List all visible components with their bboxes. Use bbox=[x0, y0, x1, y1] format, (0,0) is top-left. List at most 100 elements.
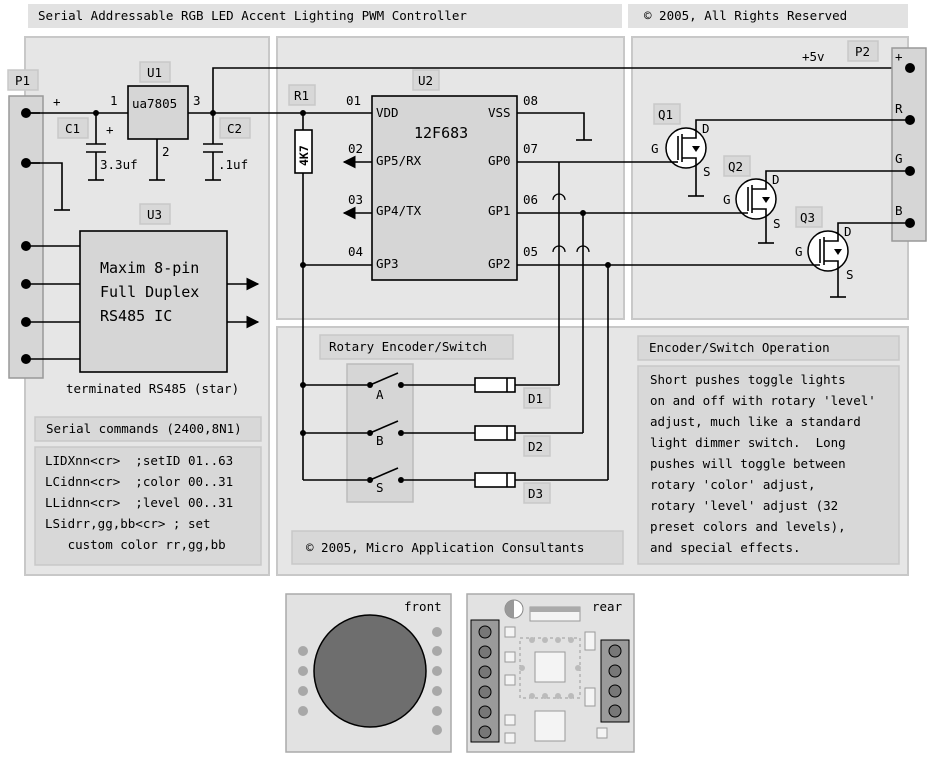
svg-text:G: G bbox=[795, 244, 803, 259]
svg-text:S: S bbox=[846, 267, 854, 282]
u2-vdd-num: 01 bbox=[346, 93, 361, 108]
vss-ground bbox=[517, 112, 585, 140]
u2-vdd: VDD bbox=[376, 105, 399, 120]
q3-mosfet bbox=[792, 222, 910, 298]
header-copyright: © 2005, All Rights Reserved bbox=[644, 8, 847, 23]
p2-g: G bbox=[895, 151, 903, 166]
switch-s bbox=[303, 467, 475, 483]
switch-b bbox=[300, 420, 475, 436]
u2-gp3-num: 04 bbox=[348, 244, 363, 259]
p1-ground-wire bbox=[26, 162, 63, 210]
u3-label: U3 bbox=[147, 207, 162, 222]
operation-text-box bbox=[637, 365, 900, 565]
p1-label-box bbox=[7, 69, 39, 91]
u1-pin2: 2 bbox=[162, 144, 170, 159]
c2-symbol bbox=[203, 113, 223, 181]
diode-d1 bbox=[474, 377, 559, 393]
r1-label: R1 bbox=[294, 88, 309, 103]
operation-title-box bbox=[637, 335, 900, 361]
q1-mosfet bbox=[665, 119, 910, 197]
r1-value: 4K7 bbox=[297, 145, 311, 166]
front-board: front bbox=[285, 593, 452, 753]
q2-mosfet bbox=[724, 170, 910, 244]
svg-text:A: A bbox=[376, 387, 384, 402]
u1-label-box bbox=[139, 61, 171, 83]
svg-text:D: D bbox=[844, 224, 852, 239]
q2-label-box bbox=[723, 155, 751, 177]
u2-part-text: 12F683 bbox=[414, 124, 468, 142]
p2-b: B bbox=[895, 203, 903, 218]
u2-label-box bbox=[412, 69, 440, 91]
u2-gp1: GP1 bbox=[488, 203, 511, 218]
p1-label: P1 bbox=[15, 73, 30, 88]
q3-label: Q3 bbox=[800, 210, 815, 225]
u1-pin1: 1 bbox=[110, 93, 118, 108]
plus5v-rail bbox=[212, 67, 905, 113]
u2-gp1-num: 06 bbox=[523, 192, 538, 207]
p2-r: R bbox=[895, 101, 903, 116]
diode-d3 bbox=[474, 472, 608, 488]
u1-regulator bbox=[127, 85, 189, 140]
serial-commands-text: LIDXnn<cr> ;setID 01..63 LCidnn<cr> ;col… bbox=[45, 453, 234, 552]
u3-chip bbox=[79, 230, 228, 373]
r1-label-box bbox=[288, 84, 316, 106]
u2-chip bbox=[371, 95, 518, 281]
rotary-title-box bbox=[319, 334, 514, 360]
d3-label-box bbox=[523, 482, 551, 504]
switch-a bbox=[300, 372, 475, 388]
p2-connector bbox=[891, 47, 927, 242]
d3-label: D3 bbox=[528, 486, 543, 501]
q3-label-box bbox=[795, 206, 823, 228]
p2-label: P2 bbox=[855, 44, 870, 59]
u1-pin3: 3 bbox=[193, 93, 201, 108]
svg-text:S: S bbox=[376, 480, 384, 495]
u2-gp0-num: 07 bbox=[523, 141, 538, 156]
c2-label: C2 bbox=[227, 121, 242, 136]
u3-line2: Full Duplex bbox=[100, 283, 199, 301]
rs485-note: terminated RS485 (star) bbox=[66, 381, 239, 396]
q2-label: Q2 bbox=[728, 159, 743, 174]
diode-d2 bbox=[474, 425, 583, 441]
svg-text:G: G bbox=[651, 141, 659, 156]
u2-gp3: GP3 bbox=[376, 256, 399, 271]
c1-value: 3.3uf bbox=[100, 157, 138, 172]
u2-gp2-num: 05 bbox=[523, 244, 538, 259]
svg-text:D: D bbox=[772, 172, 780, 187]
q1-label: Q1 bbox=[658, 107, 673, 122]
svg-text:B: B bbox=[376, 433, 384, 448]
d2-label-box bbox=[523, 435, 551, 457]
u1-part: ua7805 bbox=[132, 96, 177, 111]
c2-value: .1uf bbox=[218, 157, 248, 172]
d1-label-box bbox=[523, 387, 551, 409]
p1-connector bbox=[8, 95, 44, 379]
svg-text:G: G bbox=[723, 192, 731, 207]
bottom-copyright-box bbox=[291, 530, 624, 565]
svg-text:S: S bbox=[773, 216, 781, 231]
rotary-title: Rotary Encoder/Switch bbox=[329, 339, 487, 354]
u2-gp2: GP2 bbox=[488, 256, 511, 271]
header-title-box bbox=[28, 4, 622, 28]
q1-label-box bbox=[653, 103, 681, 125]
u2-gp5: GP5/RX bbox=[376, 153, 422, 168]
encoder-knob bbox=[313, 614, 427, 728]
svg-text:S: S bbox=[703, 164, 711, 179]
bottom-copyright: © 2005, Micro Application Consultants bbox=[306, 540, 584, 555]
c1-label: C1 bbox=[65, 121, 80, 136]
rear-label: rear bbox=[592, 599, 623, 614]
serial-title: Serial commands (2400,8N1) bbox=[46, 421, 242, 436]
driver-panel bbox=[631, 36, 909, 320]
d1-label: D1 bbox=[528, 391, 543, 406]
rear-board: rear bbox=[466, 593, 635, 753]
header-copyright-box bbox=[628, 4, 908, 28]
u2-vss: VSS bbox=[488, 105, 511, 120]
plus5v-label: +5v bbox=[802, 49, 825, 64]
operation-title: Encoder/Switch Operation bbox=[649, 340, 830, 355]
u3-bus-lines bbox=[26, 245, 260, 360]
u2-gp0: GP0 bbox=[488, 153, 511, 168]
u3-line1: Maxim 8-pin bbox=[100, 259, 199, 277]
u2-gp5-num: 02 bbox=[348, 141, 363, 156]
p2-label-box bbox=[847, 40, 879, 62]
u2-vss-num: 08 bbox=[523, 93, 538, 108]
serial-commands-box bbox=[34, 446, 262, 566]
